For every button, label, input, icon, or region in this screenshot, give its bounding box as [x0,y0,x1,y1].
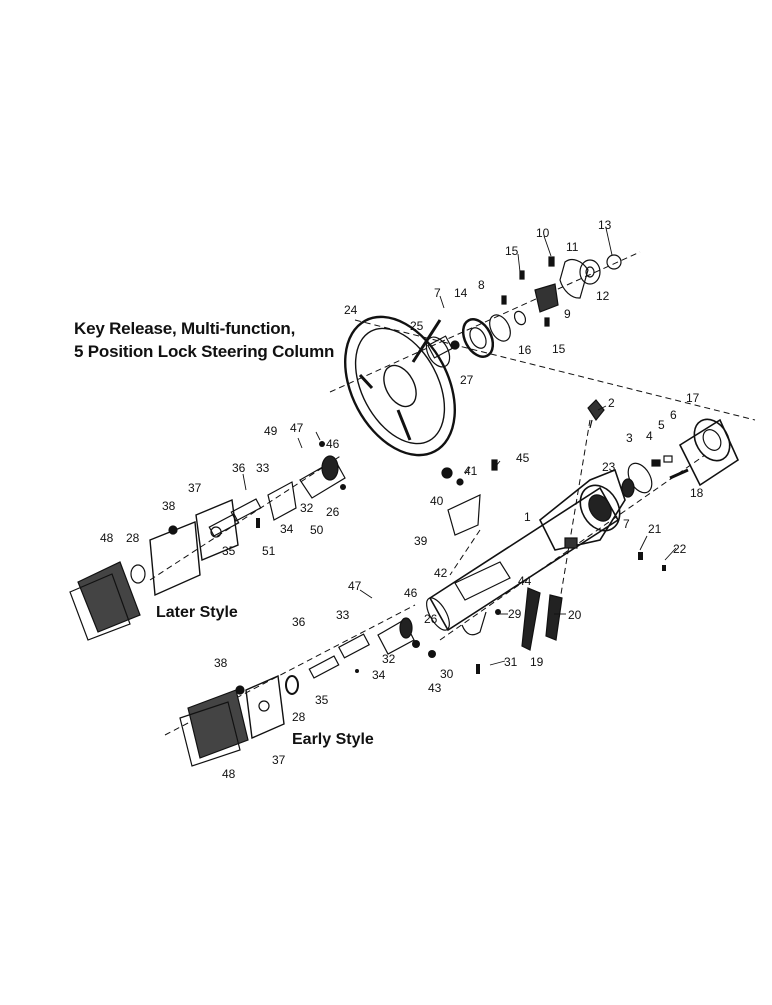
callout-36-early: 36 [292,615,306,629]
callout-38-early: 38 [214,656,228,670]
callout-37-later: 37 [188,481,202,495]
callout-10: 10 [536,226,550,240]
fasteners [256,441,666,674]
callout-25: 25 [410,319,424,333]
callout-20: 20 [568,608,582,622]
horn-cap [559,254,622,299]
callout-50: 50 [310,523,324,537]
callout-33-later: 33 [256,461,270,475]
callout-32-early: 32 [382,652,396,666]
callout-19: 19 [530,655,544,669]
mount-bracket [454,561,563,651]
callout-14: 14 [454,286,468,300]
callout-5: 5 [658,418,665,432]
callout-49: 49 [264,424,278,438]
callout-7-lower: 7 [623,517,630,531]
callout-3: 3 [626,431,633,445]
early-style-coupler [179,617,415,767]
callout-39: 39 [414,534,428,548]
early-style-label: Early Style [292,731,374,748]
callout-30: 30 [440,667,454,681]
callout-11: 11 [566,240,579,254]
callout-7-upper: 7 [434,286,441,300]
callout-36-later: 36 [232,461,246,475]
diagram-title-line-1: Key Release, Multi-function, [74,319,296,338]
diagram-title-line-2: 5 Position Lock Steering Column [74,342,335,361]
switch-assembly [621,418,740,498]
steering-wheel [343,315,457,457]
callout-8: 8 [478,278,485,292]
callout-48-later: 48 [100,531,114,545]
callout-1: 1 [524,510,531,524]
wheel-hub [425,335,460,368]
callout-48-early: 48 [222,767,236,781]
callout-35-later: 35 [222,544,236,558]
callout-37-early: 37 [272,753,286,767]
callout-46-early: 46 [404,586,418,600]
leader-lines [242,227,677,666]
callout-47-later: 47 [290,421,304,435]
callout-46-later: 46 [326,437,340,451]
callout-34-later: 34 [280,522,294,536]
callout-15-upper: 15 [505,244,519,258]
callout-17: 17 [686,391,700,405]
column-jacket [426,468,626,632]
callout-29: 29 [508,607,522,621]
callout-numbers: 1 2 3 4 5 6 7 7 8 9 10 11 12 13 14 15 15… [100,218,704,781]
assembly-axis-lines [149,251,756,736]
callout-21: 21 [648,522,662,536]
callout-31: 31 [504,655,518,669]
callout-6: 6 [670,408,677,422]
callout-13: 13 [598,218,612,232]
lock-plate [501,256,559,327]
callout-47-early: 47 [348,579,362,593]
callout-23: 23 [602,460,616,474]
later-style-coupler [69,455,346,641]
callout-26-early: 26 [424,612,438,626]
callout-32-later: 32 [300,501,314,515]
callout-9: 9 [564,307,571,321]
callout-34-early: 34 [372,668,386,682]
callout-12: 12 [596,289,610,303]
callout-44: 44 [518,574,532,588]
callout-22: 22 [673,542,687,556]
callout-24: 24 [344,303,358,317]
lock-cylinder [587,399,605,429]
callout-2: 2 [608,396,615,410]
callout-51: 51 [262,544,276,558]
callout-16: 16 [518,343,532,357]
later-style-label: Later Style [156,604,238,621]
callout-26-later: 26 [326,505,340,519]
callout-28-later: 28 [126,531,140,545]
callout-41: 41 [464,464,478,478]
callout-15-lower: 15 [552,342,566,356]
cancel-cam [461,310,527,358]
callout-4: 4 [646,429,653,443]
callout-43: 43 [428,681,442,695]
callout-27: 27 [460,373,474,387]
callout-28-early: 28 [292,710,306,724]
callout-38-later: 38 [162,499,176,513]
callout-33-early: 33 [336,608,350,622]
callout-42: 42 [434,566,448,580]
callout-18: 18 [690,486,704,500]
callout-35-early: 35 [315,693,329,707]
callout-45: 45 [516,451,530,465]
callout-40: 40 [430,494,444,508]
support-bracket [441,459,498,536]
